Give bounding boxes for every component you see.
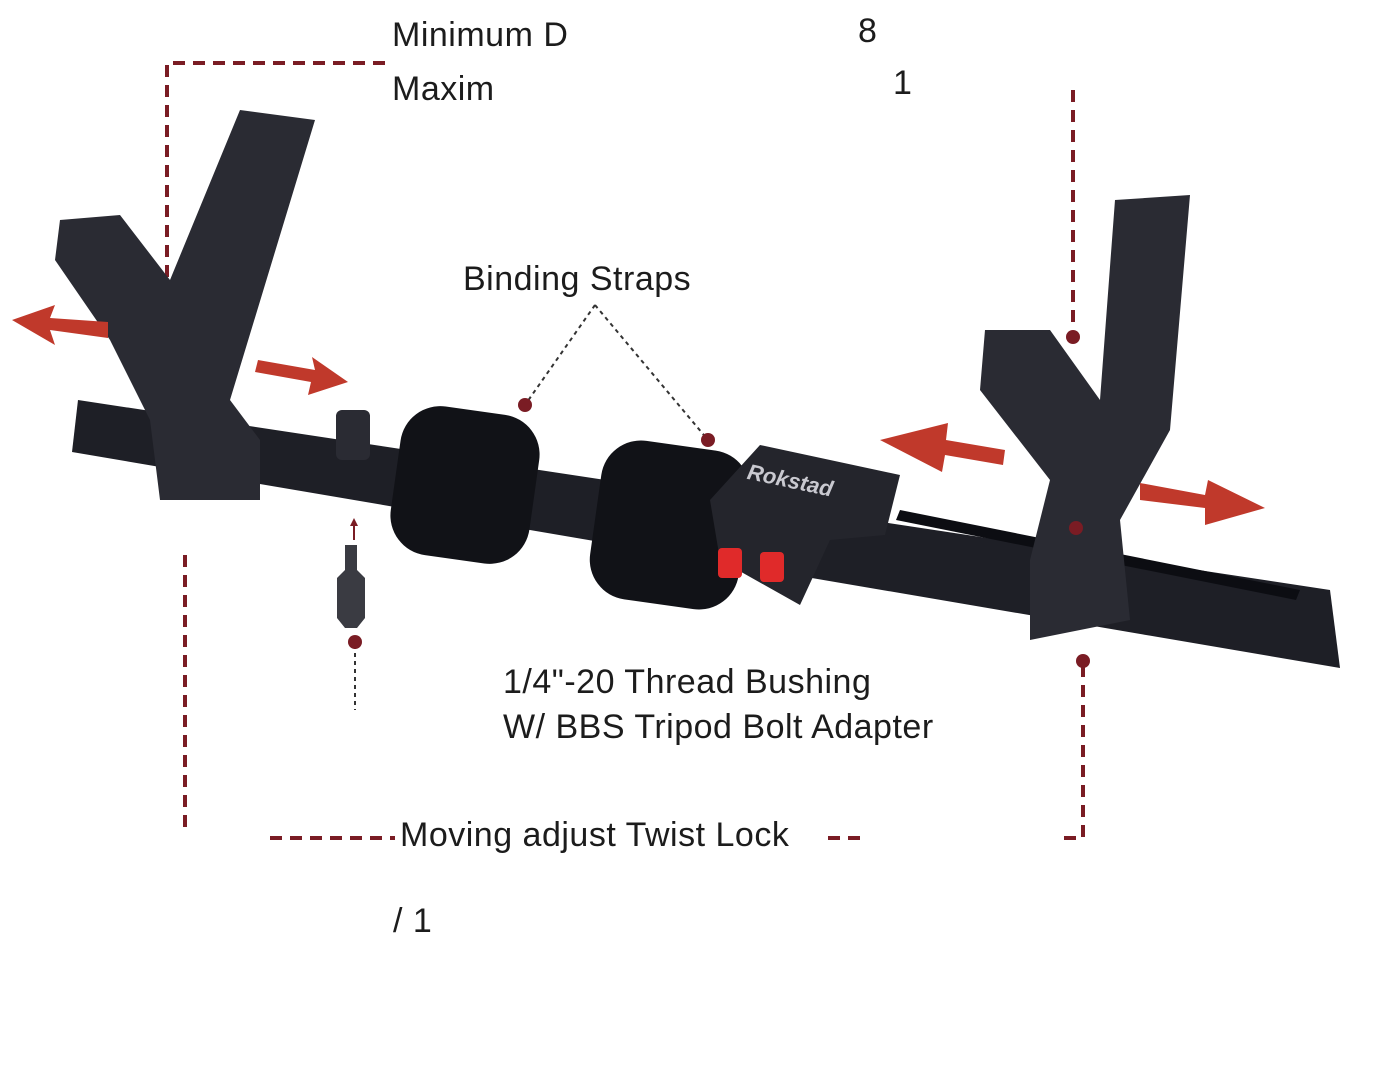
thread-bushing-label-1: 1/4"-20 Thread Bushing xyxy=(503,663,872,701)
spec-maximum-value: 1 xyxy=(893,64,913,102)
min-dimension-line-left xyxy=(165,61,385,290)
callout-dots xyxy=(348,330,1090,668)
arrow-left-icon xyxy=(12,305,108,345)
clamp-block xyxy=(710,445,900,605)
twist-lock-label: Moving adjust Twist Lock xyxy=(400,816,790,854)
knob xyxy=(718,548,742,578)
nut xyxy=(336,410,370,460)
spec-minimum-label: Minimum D xyxy=(392,16,569,54)
arrows xyxy=(12,305,1265,525)
binding-straps-label: Binding Straps xyxy=(463,260,692,298)
thread-bushing-label-2: W/ BBS Tripod Bolt Adapter xyxy=(503,708,934,746)
right-rest xyxy=(980,195,1190,640)
max-dimension-line-right xyxy=(1060,665,1085,840)
arrow-left-icon xyxy=(880,423,1005,472)
binding-strap-2 xyxy=(589,440,751,610)
bolt-adapter-icon xyxy=(337,545,365,628)
binding-strap-1 xyxy=(390,406,540,564)
footer-fragment: / 1 xyxy=(393,902,433,940)
arrow-right-icon xyxy=(255,357,348,395)
dimension-lines xyxy=(165,61,1085,840)
arrow-right-icon xyxy=(1140,480,1265,525)
callout-leaders xyxy=(354,304,709,710)
knob xyxy=(760,552,784,582)
left-rest xyxy=(55,110,315,500)
spec-maximum-label: Maxim xyxy=(392,70,495,108)
spec-minimum-value: 8 xyxy=(858,12,878,50)
